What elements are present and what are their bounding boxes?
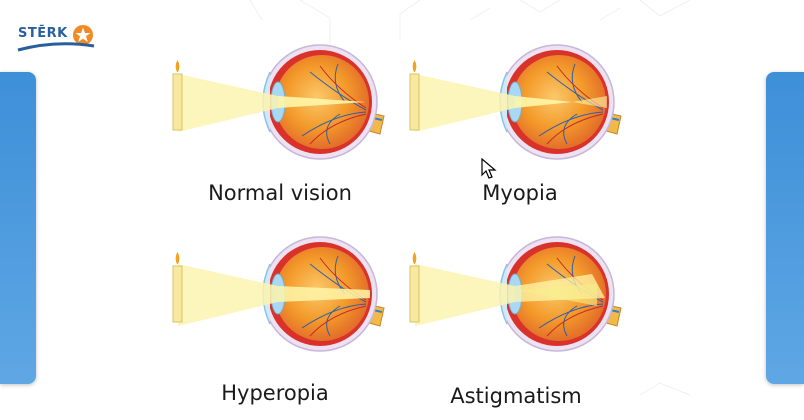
mouse-pointer-icon [481, 158, 497, 179]
caption-normal-vision: Normal vision [208, 181, 352, 205]
logo-swoosh [17, 42, 95, 52]
brand-logo: STĒRK [16, 24, 100, 54]
candle-icon [409, 252, 420, 323]
eye-diagram-normal [172, 44, 385, 160]
eye-diagram-astigmatism [409, 236, 622, 352]
eye-diagram-myopia [409, 44, 622, 160]
candle-icon [172, 252, 183, 323]
candle-icon [172, 60, 183, 131]
left-side-panel [0, 72, 36, 384]
eye-diagram-hyperopia [172, 236, 385, 352]
star-badge-icon [73, 25, 93, 45]
caption-myopia: Myopia [482, 181, 558, 205]
candle-icon [409, 60, 420, 131]
caption-hyperopia: Hyperopia [221, 381, 329, 405]
brand-name: STĒRK [18, 26, 68, 41]
right-side-panel [766, 72, 804, 384]
caption-astigmatism: Astigmatism [450, 384, 582, 408]
